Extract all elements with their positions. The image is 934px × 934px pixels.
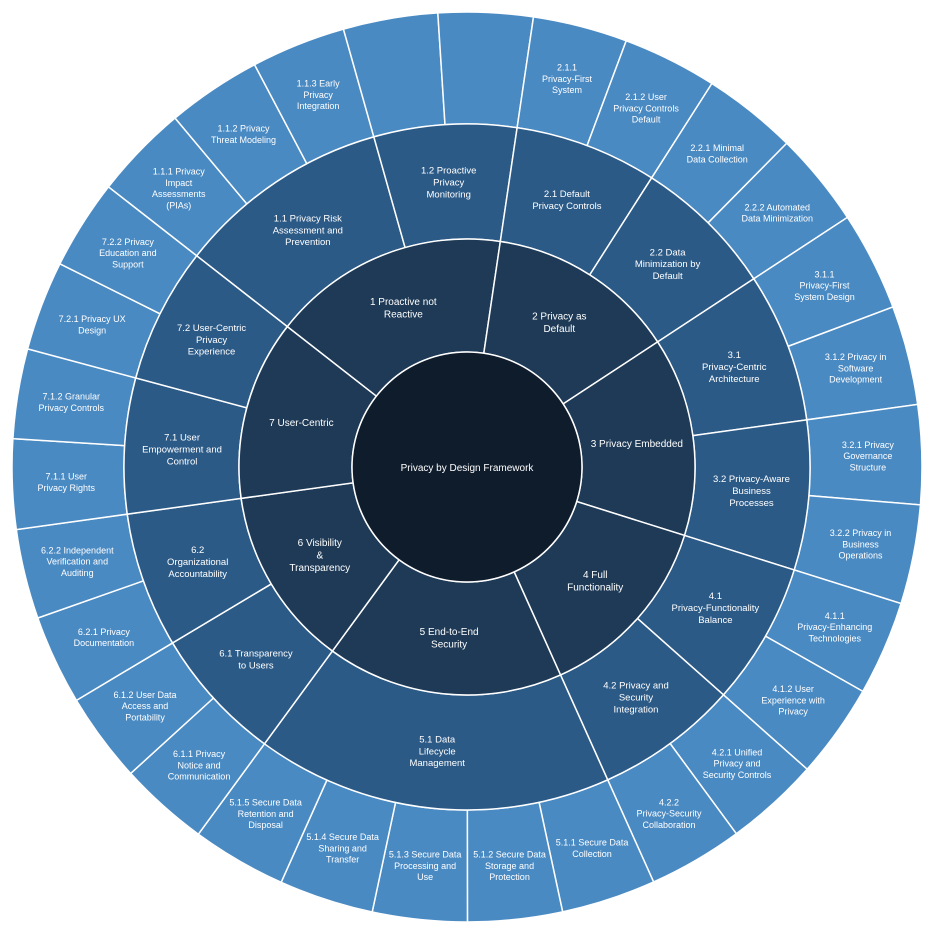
center-label: Privacy by Design Framework bbox=[401, 463, 535, 474]
principle-label: 6 Visibility&Transparency bbox=[289, 538, 350, 574]
segment-layer bbox=[11, 11, 923, 923]
principle-label: 7 User-Centric bbox=[269, 418, 333, 429]
principle-label: 3 Privacy Embedded bbox=[591, 439, 683, 450]
center-circle[interactable] bbox=[351, 351, 583, 583]
